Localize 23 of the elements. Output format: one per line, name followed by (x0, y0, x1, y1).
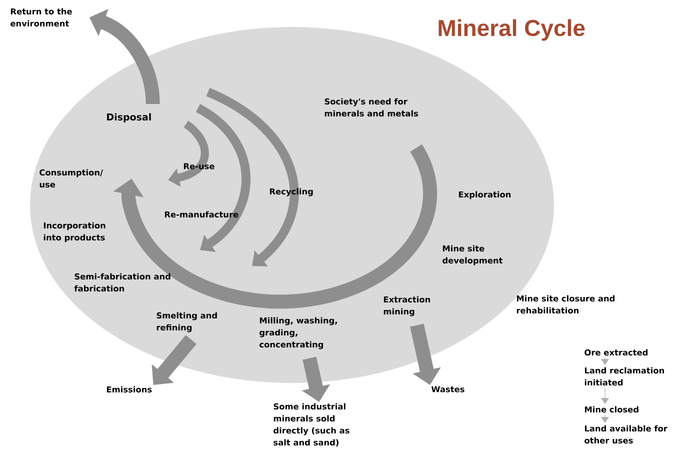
stage-text: Return to the environment (10, 8, 72, 27)
stage-text: Smelting and refining (156, 312, 217, 332)
stage-label: Mine site development (442, 245, 503, 266)
stage-text: Wastes (431, 386, 464, 392)
stage-label: Re-manufacture (164, 211, 238, 218)
stage-label: Exploration (458, 191, 511, 200)
stage-label: Incorporation into products (44, 222, 106, 242)
stage-text: Some industrial minerals sold directly (such as salt and sand) (274, 403, 350, 447)
stage-text: Extraction mining (384, 296, 430, 316)
stage-text: Land reclamation initiated (584, 367, 664, 386)
stage-text: Ore extracted (584, 349, 648, 356)
stage-label: Society's need for minerals and metals (324, 98, 418, 117)
stage-text: Mine closed (584, 406, 638, 413)
stage-label: Semi-fabrication and fabrication (74, 273, 170, 292)
stage-text: Land available for other uses (584, 425, 668, 444)
stage-text: Emissions (106, 386, 152, 393)
stage-label: Recycling (270, 188, 313, 196)
stage-text: Milling, washing, grading, concentrating (260, 317, 337, 350)
title: Mineral Cycle (438, 19, 585, 41)
stage-label: Mine site closure and rehabilitation (516, 295, 614, 314)
stage-label: Re-use (184, 163, 214, 170)
stage-label: Consumption/ use (40, 169, 104, 188)
stage-text: Disposal (107, 113, 151, 122)
